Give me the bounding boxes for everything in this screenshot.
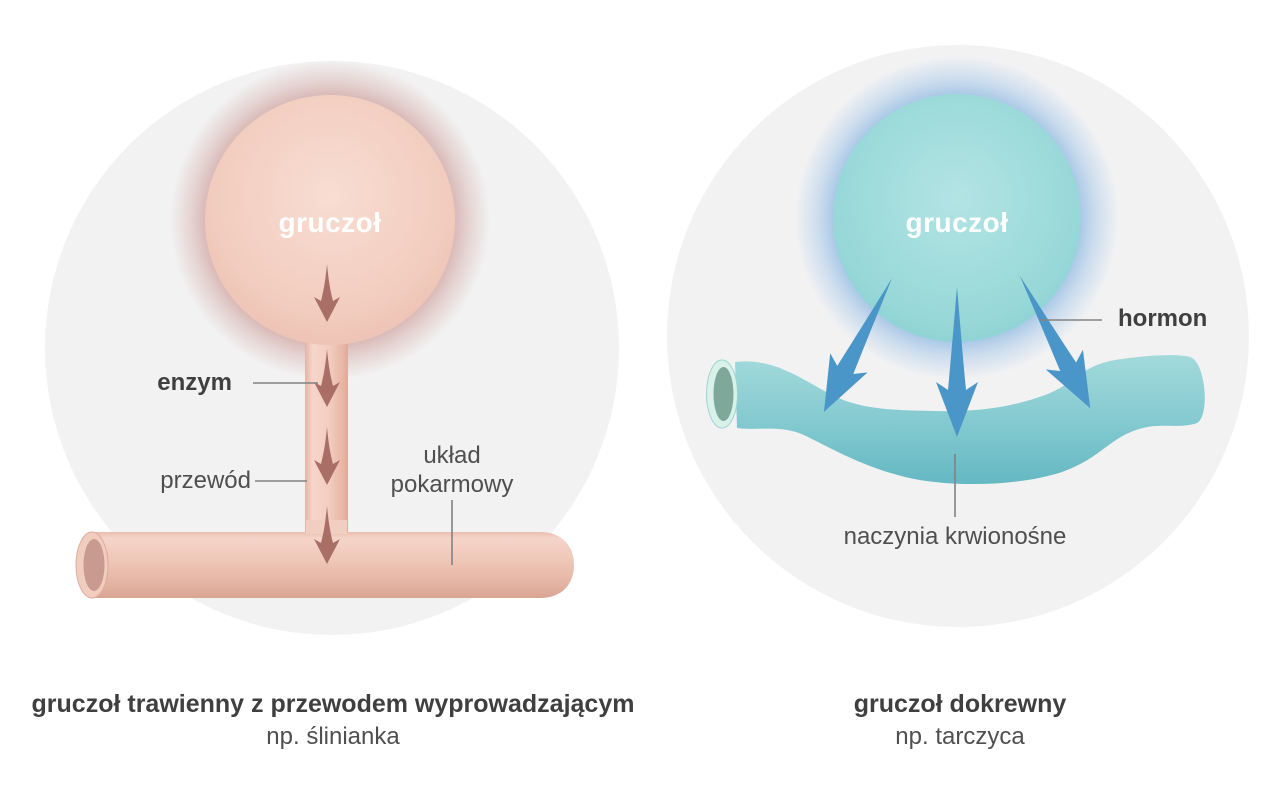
enzym-label: enzym: [157, 369, 232, 396]
right-caption-subtitle: np. tarczyca: [895, 723, 1025, 750]
left-caption: gruczoł trawienny z przewodem wyprowadza…: [3, 689, 663, 751]
tube-opening-cavity: [83, 539, 105, 591]
left-caption-subtitle: np. ślinianka: [266, 723, 400, 750]
right-gland-circle: [833, 94, 1081, 342]
left-gland-circle: [205, 95, 455, 345]
blood-vessel-opening-cavity: [713, 367, 734, 421]
uklad-pokarmowy-label: układ pokarmowy: [390, 442, 514, 498]
left-digestive-gland-diagram: [75, 60, 574, 599]
naczynia-krwionosne-label: naczynia krwionośne: [843, 523, 1067, 550]
left-gland-label: gruczoł: [278, 207, 382, 238]
right-caption-title: gruczoł dokrewny: [853, 690, 1067, 718]
right-caption: gruczoł dokrewny np. tarczyca: [660, 689, 1260, 751]
right-gland-label: gruczoł: [905, 207, 1009, 238]
digestive-tract-tube: [90, 532, 574, 598]
left-caption-title: gruczoł trawienny z przewodem wyprowadza…: [31, 690, 635, 718]
hormon-label: hormon: [1118, 305, 1208, 332]
right-endocrine-gland-diagram: [706, 56, 1205, 517]
przewod-label: przewód: [160, 467, 251, 494]
